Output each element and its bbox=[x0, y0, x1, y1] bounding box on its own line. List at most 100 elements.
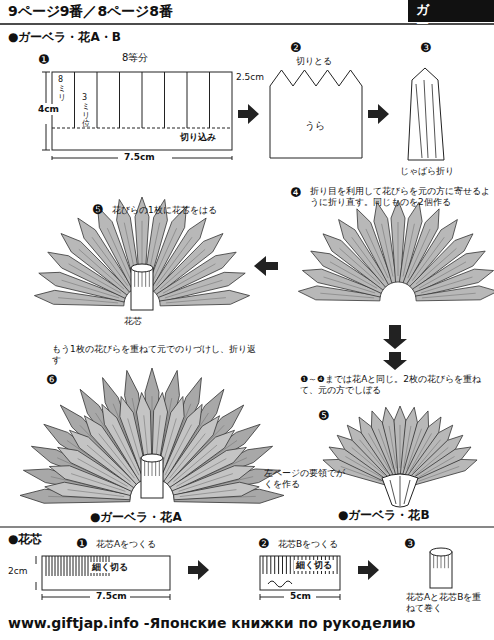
stamen-roll bbox=[430, 552, 452, 588]
roll-top bbox=[141, 454, 163, 462]
label: 花芯Aと花芯Bを重ねて巻く bbox=[406, 592, 490, 614]
petal-vein bbox=[382, 224, 393, 277]
label: ❻ bbox=[46, 372, 58, 388]
cut-lines bbox=[75, 72, 210, 128]
cut-line bbox=[266, 556, 267, 574]
label: じゃばら折り bbox=[400, 166, 454, 177]
cut-line bbox=[88, 556, 89, 576]
petal-fans bbox=[20, 197, 494, 507]
roll-top bbox=[131, 264, 153, 272]
petal-vein bbox=[422, 293, 476, 298]
cut-line bbox=[164, 72, 165, 128]
petal-vein bbox=[400, 425, 401, 468]
fold-lines bbox=[416, 80, 436, 158]
petal bbox=[412, 459, 477, 485]
label: ❺ bbox=[318, 408, 330, 424]
label: 8等分 bbox=[122, 52, 148, 64]
cut-line bbox=[337, 556, 338, 574]
label: 花びらの1枚に花芯をはる bbox=[112, 205, 217, 216]
cut-line bbox=[187, 72, 188, 128]
petal-vein bbox=[398, 222, 399, 276]
label: ❹ bbox=[290, 185, 302, 201]
petal-vein bbox=[166, 298, 226, 303]
cut-line bbox=[274, 556, 275, 574]
stamen-rolls bbox=[430, 548, 452, 588]
label: 花芯 bbox=[124, 316, 142, 327]
label: ●花芯 bbox=[8, 532, 42, 546]
label: ❸ bbox=[420, 40, 432, 56]
step-arrow bbox=[383, 325, 407, 370]
label: ❷ bbox=[258, 536, 270, 552]
cut-line bbox=[142, 72, 143, 128]
roll-top bbox=[430, 548, 452, 556]
cut-line bbox=[79, 556, 80, 576]
cut-line bbox=[73, 556, 74, 576]
paper-strip bbox=[52, 72, 232, 150]
label: ❶ bbox=[38, 52, 50, 68]
step-arrow bbox=[368, 104, 389, 124]
label: ❶～❹までは花Aと同じ。2枚の花びらを重ねて、元の方でしぼる bbox=[300, 374, 484, 396]
cut-line bbox=[76, 556, 77, 576]
label: ●ガーベラ・花A・B bbox=[8, 30, 121, 44]
cut-line bbox=[278, 556, 279, 574]
label: 8ミリ bbox=[58, 76, 66, 102]
cut-line bbox=[286, 556, 287, 574]
label: 折り目を利用して花びらを元の方に寄せるように折り直す。同じものを2個作る bbox=[310, 186, 490, 208]
cut-line bbox=[263, 556, 264, 574]
label: もう1枚の花びらを重ねて元でのりづけし、折り返す bbox=[52, 344, 262, 366]
petal bbox=[174, 482, 260, 500]
cut-line bbox=[49, 556, 50, 576]
cut-line bbox=[290, 556, 291, 574]
cut-line bbox=[52, 556, 53, 576]
cut-line bbox=[270, 556, 271, 574]
section-rule bbox=[0, 526, 494, 527]
label: 切り込み bbox=[178, 132, 218, 143]
cut-line bbox=[85, 556, 86, 576]
cut-line bbox=[119, 72, 120, 128]
cut-line bbox=[61, 556, 62, 576]
calyx-lines bbox=[390, 476, 410, 506]
cut-line bbox=[97, 72, 98, 128]
label: ❶ bbox=[76, 536, 88, 552]
calyx bbox=[382, 474, 418, 507]
fold-line bbox=[52, 128, 232, 129]
step-arrow bbox=[188, 560, 379, 580]
paper-back bbox=[270, 70, 362, 158]
label: 7.5cm bbox=[122, 152, 157, 163]
cut-line bbox=[74, 72, 75, 128]
petal bbox=[160, 290, 250, 306]
page-title: 9ページ9番／8ページ8番 bbox=[8, 3, 173, 20]
label: うら bbox=[305, 120, 325, 132]
stamen-paper-a bbox=[42, 556, 170, 590]
glue-mark bbox=[268, 581, 292, 587]
label: ❺ bbox=[92, 202, 104, 218]
label: 5cm bbox=[288, 591, 313, 602]
label: ❷ bbox=[290, 40, 302, 56]
label: ●ガーベラ・花B bbox=[338, 508, 430, 522]
petal-vein bbox=[419, 466, 459, 481]
label: 2.5cm bbox=[236, 72, 264, 83]
cut-line bbox=[67, 556, 68, 576]
label: ●ガーベラ・花A bbox=[90, 510, 182, 524]
stamen-roll bbox=[131, 268, 153, 310]
label: 左ページの要領でがくを作る bbox=[264, 468, 350, 490]
petal-vein bbox=[180, 490, 237, 497]
cut-line bbox=[70, 556, 71, 576]
petal bbox=[416, 286, 494, 301]
footer-band bbox=[0, 612, 494, 640]
label: ❸ bbox=[404, 536, 416, 552]
step-arrow bbox=[254, 256, 278, 276]
step-arrow bbox=[238, 104, 259, 124]
label: 細く切る bbox=[90, 562, 130, 573]
cut-line bbox=[282, 556, 283, 574]
cut-line bbox=[209, 72, 210, 128]
label: 細く切る bbox=[294, 560, 334, 571]
stamen-roll bbox=[141, 458, 163, 498]
label: 2cm bbox=[8, 566, 27, 577]
label: 7.5cm bbox=[94, 591, 129, 602]
stamen-paper-b bbox=[260, 556, 340, 590]
label: 花芯Aをつくる bbox=[96, 539, 156, 550]
cut-line bbox=[82, 556, 83, 576]
cut-line bbox=[55, 556, 56, 576]
